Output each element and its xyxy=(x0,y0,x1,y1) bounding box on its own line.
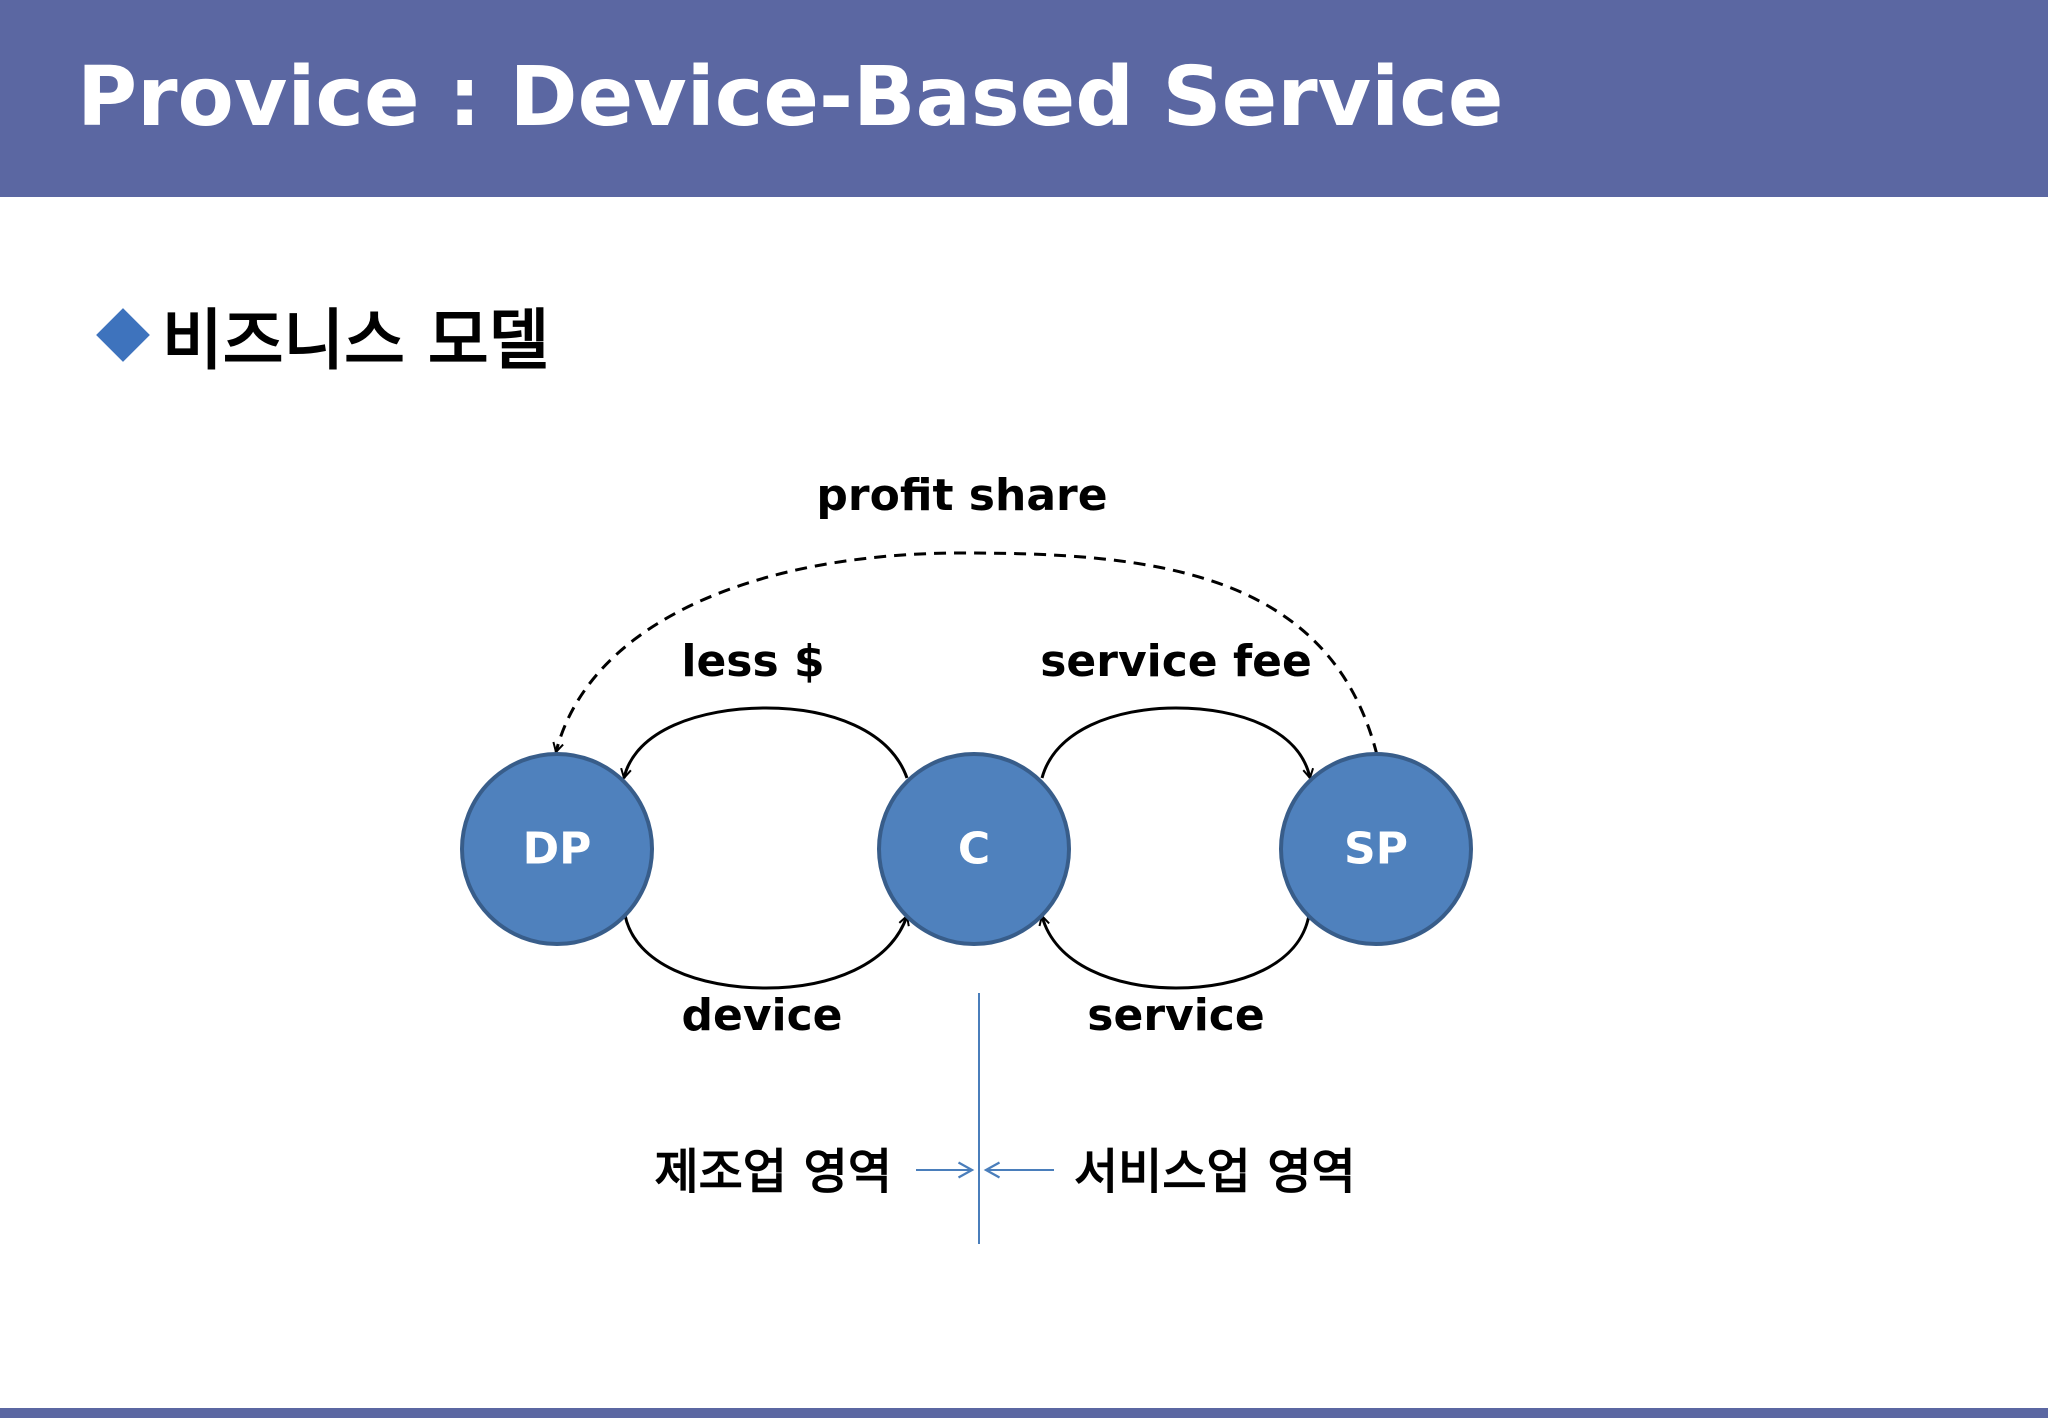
node-dp: DP xyxy=(460,752,654,946)
device-label: device xyxy=(681,990,842,1041)
service-label: service xyxy=(1087,990,1264,1041)
service-fee-label: service fee xyxy=(1040,636,1312,687)
section-heading: 비즈니스 모델 xyxy=(94,290,549,380)
title-bar: Provice : Device-Based Service xyxy=(0,0,2048,197)
service-fee-arrow xyxy=(1040,706,1310,778)
node-dp-label: DP xyxy=(523,824,592,875)
bottom-rule xyxy=(0,1408,2048,1418)
slide-title: Provice : Device-Based Service xyxy=(77,50,1504,145)
node-sp: SP xyxy=(1279,752,1473,946)
less-money-arrow xyxy=(624,706,909,778)
service-region-label: 서비스업 영역 xyxy=(1074,1144,1356,1200)
profit-share-arrow xyxy=(556,551,1379,756)
node-c: C xyxy=(877,752,1071,946)
profit-share-label: profit share xyxy=(816,470,1107,521)
node-sp-label: SP xyxy=(1344,824,1408,875)
node-c-label: C xyxy=(958,824,990,875)
service-arrow xyxy=(1042,915,1311,990)
section-heading-text: 비즈니스 모델 xyxy=(162,302,550,379)
less-money-label: less $ xyxy=(681,636,824,687)
device-arrow xyxy=(623,915,907,990)
manufacturing-region-label: 제조업 영역 xyxy=(654,1144,892,1200)
